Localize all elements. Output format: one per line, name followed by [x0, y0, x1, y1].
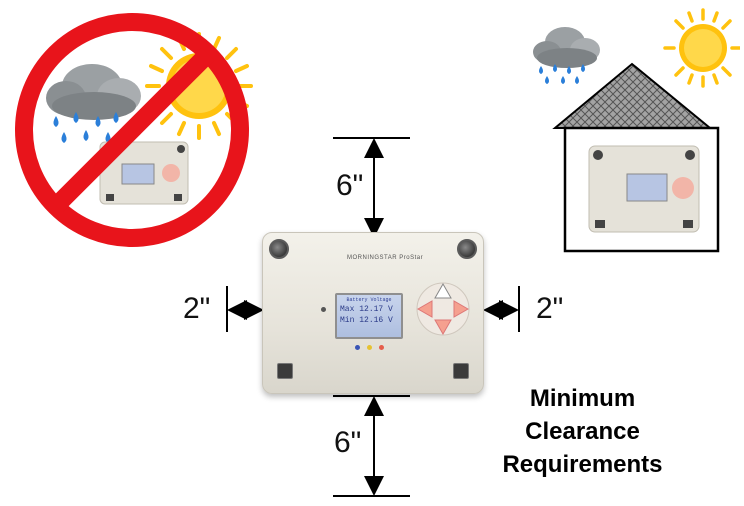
mini-controller-outdoor [99, 141, 189, 205]
max-reading: Max 12.17 V [340, 305, 393, 314]
left-clearance-marker [226, 286, 265, 332]
right-clearance-marker [482, 286, 520, 332]
prohibited-outdoor-scene [15, 13, 253, 247]
allowed-indoor-scene [533, 8, 740, 253]
brand-label: MORNINGSTAR ProStar [347, 255, 424, 261]
mounting-tab-bottom-right [453, 363, 469, 379]
left-arrow-icon [416, 300, 433, 318]
rain-icon [539, 64, 585, 84]
mounting-screw-top-right [457, 239, 477, 259]
indicator-led-blue [355, 345, 360, 350]
cloud-icon [46, 64, 141, 120]
charge-controller: MORNINGSTAR ProStar Battery Voltage Max … [262, 232, 484, 394]
caption-line-3: Requirements [502, 451, 663, 478]
top-clearance-label: 6" [336, 169, 364, 202]
min-reading: Min 12.16 V [340, 316, 393, 325]
cloud-icon [533, 27, 600, 68]
right-arrow-icon [453, 300, 470, 318]
mounting-tab-bottom-left [277, 363, 293, 379]
indicator-led-red [379, 345, 384, 350]
bottom-clearance-marker [333, 395, 410, 497]
bottom-clearance-label: 6" [334, 426, 362, 459]
mounting-screw-top-left [269, 239, 289, 259]
prohibition-icon [15, 13, 249, 247]
navigation-pad [416, 282, 470, 336]
up-arrow-icon [434, 282, 452, 299]
clearance-caption: Minimum Clearance Requirements [470, 382, 695, 481]
right-clearance-label: 2" [536, 292, 564, 325]
left-clearance-label: 2" [183, 292, 211, 325]
status-led [321, 307, 326, 312]
sun-icon [663, 8, 740, 88]
lcd-display: Battery Voltage Max 12.17 V Min 12.16 V [335, 293, 403, 339]
caption-line-1: Minimum [529, 385, 636, 412]
down-arrow-icon [434, 319, 452, 336]
caption-line-2: Clearance [525, 418, 640, 445]
indicator-led-yellow [367, 345, 372, 350]
screen-header: Battery Voltage [346, 297, 392, 303]
mini-controller-indoor [588, 145, 700, 233]
